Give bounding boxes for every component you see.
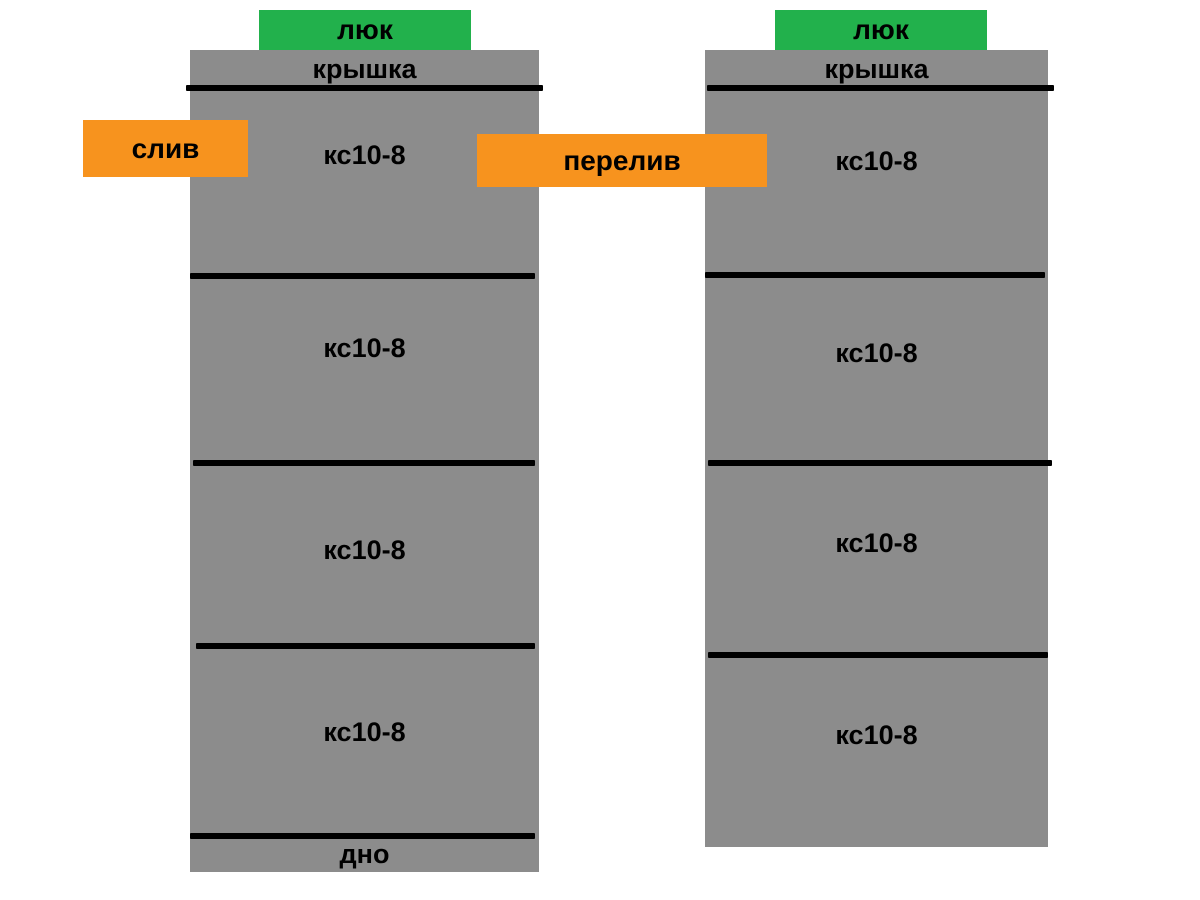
right-tank-seam-1 bbox=[705, 272, 1045, 278]
right-tank-hatch-label: люк bbox=[853, 14, 909, 45]
left-tank-hatch-chip[interactable]: люк bbox=[259, 10, 471, 50]
left-tank-cover-label: крышка bbox=[312, 54, 417, 84]
right-tank-ring-1-label: кс10-8 bbox=[835, 146, 918, 176]
left-tank-seam-1 bbox=[190, 273, 535, 279]
right-tank-hatch-chip[interactable]: люк bbox=[775, 10, 987, 50]
left-tank-ring-4-label: кс10-8 bbox=[323, 717, 406, 747]
left-tank-ring-3-label: кс10-8 bbox=[323, 535, 406, 565]
left-tank-seam-bottom bbox=[190, 833, 535, 839]
left-tank-seam-2 bbox=[193, 460, 535, 466]
right-tank-seam-cover bbox=[707, 85, 1054, 91]
left-tank-ring-1-label: кс10-8 bbox=[323, 140, 406, 170]
overflow-pipe-label: перелив bbox=[563, 144, 681, 176]
right-tank-seam-3 bbox=[708, 652, 1048, 658]
left-tank-ring-2-label: кс10-8 bbox=[323, 333, 406, 363]
right-tank-ring-2-label: кс10-8 bbox=[835, 338, 918, 368]
overflow-pipe-chip[interactable]: перелив bbox=[477, 134, 767, 187]
right-tank-cover-label: крышка bbox=[824, 54, 929, 84]
drain-pipe-label: слив bbox=[131, 132, 200, 164]
left-tank-seam-cover bbox=[186, 85, 543, 91]
right-tank-seam-2 bbox=[708, 460, 1052, 466]
right-tank-ring-3-label: кс10-8 bbox=[835, 528, 918, 558]
drain-pipe-chip[interactable]: слив bbox=[83, 120, 248, 177]
left-tank-hatch-label: люк bbox=[337, 14, 393, 45]
left-tank-bottom-label: дно bbox=[339, 839, 390, 869]
right-tank-ring-4-label: кс10-8 bbox=[835, 720, 918, 750]
left-tank-seam-3 bbox=[196, 643, 535, 649]
